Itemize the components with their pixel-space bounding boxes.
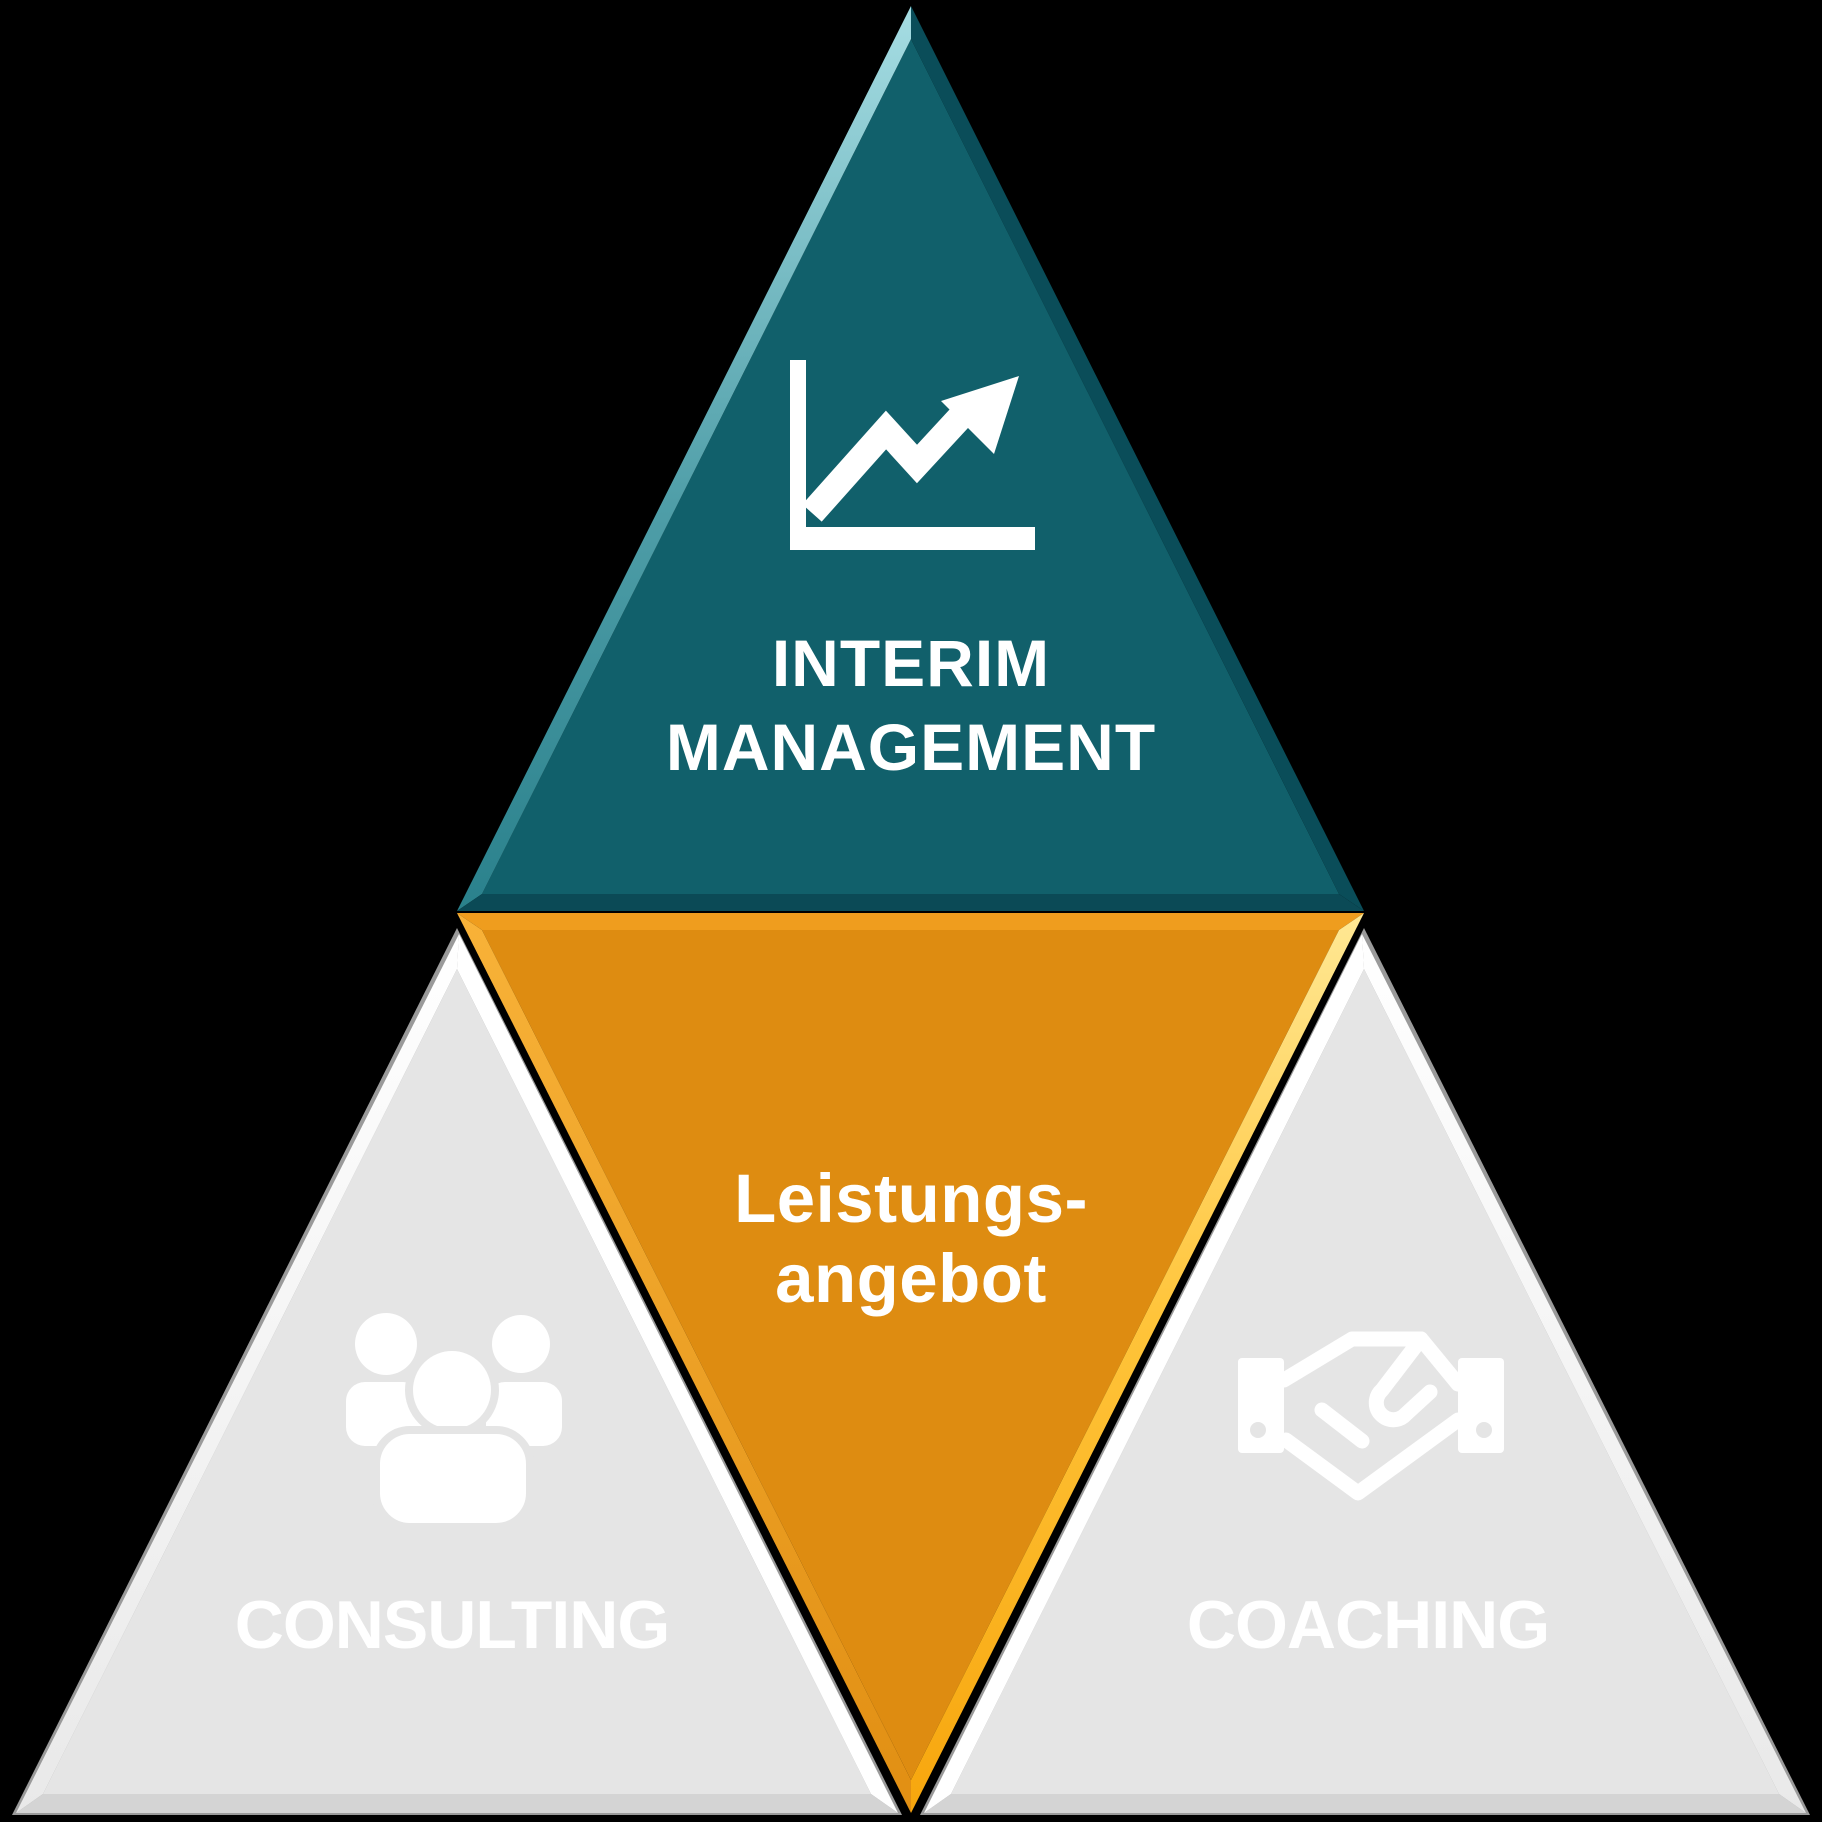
interim-line1: INTERIM — [772, 626, 1050, 700]
leistung-bevel-top — [457, 913, 1364, 930]
coaching-label: COACHING — [1187, 1587, 1549, 1663]
consulting-bevel-bottom — [16, 1794, 898, 1813]
leistung-face — [482, 930, 1339, 1780]
segment-interim-management: INTERIM MANAGEMENT — [457, 6, 1364, 911]
coaching-face — [951, 969, 1779, 1794]
coaching-bevel-bottom — [924, 1794, 1806, 1813]
consulting-bevel-right — [457, 934, 898, 1813]
consulting-bevel-left — [16, 934, 459, 1813]
leistung-line2: angebot — [775, 1240, 1047, 1317]
line-chart-icon — [790, 360, 1035, 550]
handshake-icon — [1238, 1331, 1504, 1501]
consulting-label: CONSULTING — [235, 1587, 670, 1663]
segment-coaching: COACHING — [920, 928, 1810, 1815]
coaching-bevel-left — [924, 934, 1364, 1813]
coaching-bevel-right — [1362, 934, 1806, 1813]
segment-consulting: CONSULTING — [12, 928, 902, 1815]
people-icon — [346, 1313, 562, 1531]
interim-line2: MANAGEMENT — [666, 710, 1156, 784]
interim-bevel-bottom — [457, 894, 1364, 911]
interim-bevel-right — [911, 6, 1364, 911]
segment-leistungsangebot: Leistungs- angebot — [457, 913, 1364, 1813]
leistung-line1: Leistungs- — [734, 1160, 1088, 1237]
leistung-bevel-right — [911, 913, 1364, 1813]
leistung-bevel-left — [457, 913, 911, 1813]
interim-bevel-left — [457, 6, 911, 911]
